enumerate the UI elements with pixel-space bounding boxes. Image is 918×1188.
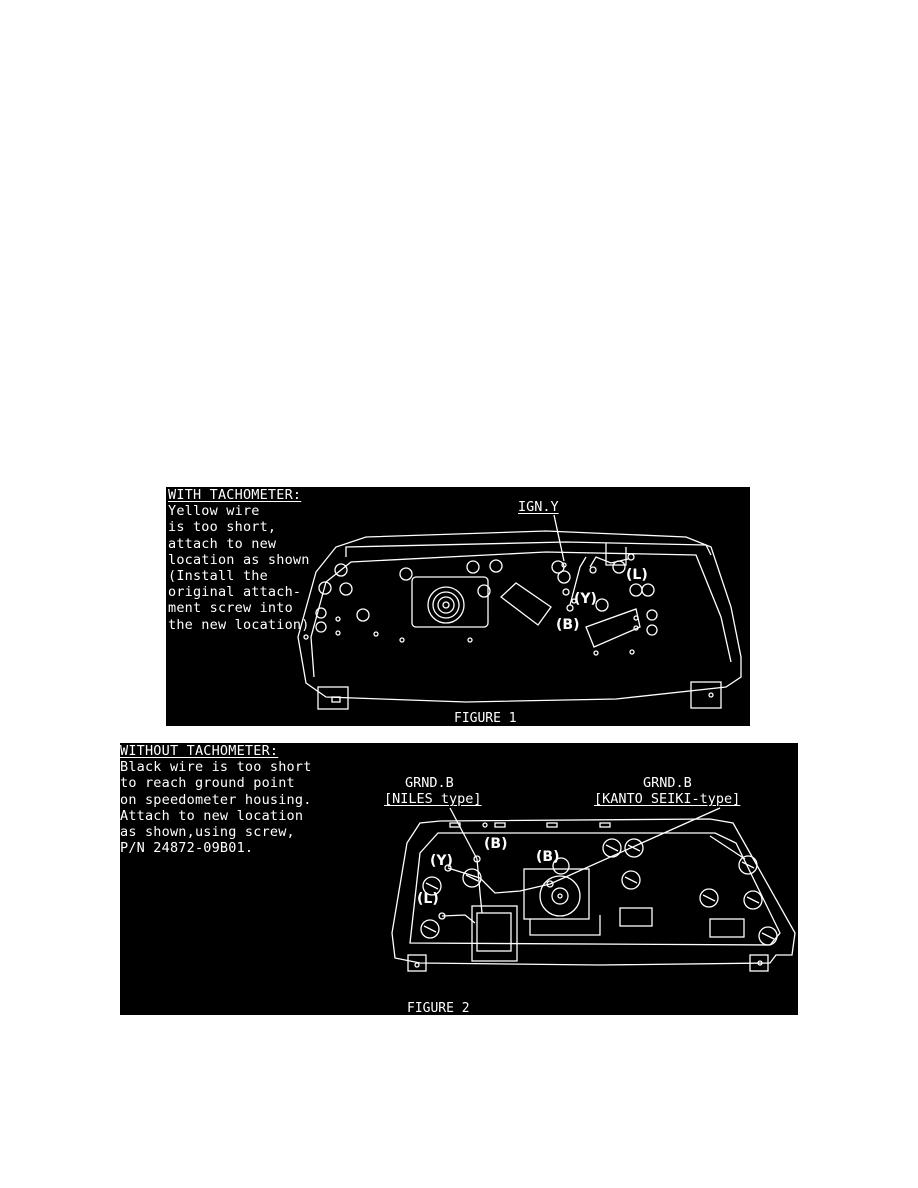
callout-y: (Y) xyxy=(430,853,453,869)
note-line: is too short, xyxy=(168,519,277,536)
note-line: attach to new xyxy=(168,535,277,552)
grnd-b-niles-label: GRND.B xyxy=(405,775,454,791)
figure-1-note-title: WITH TACHOMETER: xyxy=(168,487,302,503)
note-line: as shown,using screw, xyxy=(120,824,295,841)
figure-2-note-title: WITHOUT TACHOMETER: xyxy=(120,743,279,759)
note-line: the new location) xyxy=(168,616,310,633)
instrument-cluster-with-tach-drawing xyxy=(297,514,742,710)
note-line: Black wire is too short xyxy=(120,759,312,776)
note-line: on speedometer housing. xyxy=(120,791,312,808)
figure-2-note: WITHOUT TACHOMETER:Black wire is too sho… xyxy=(120,743,312,856)
ign-y-label: IGN.Y xyxy=(518,499,559,515)
figure-2-caption: FIGURE 2 xyxy=(407,1001,470,1015)
figure-2-panel: WITHOUT TACHOMETER:Black wire is too sho… xyxy=(120,743,798,1015)
callout-b-kanto: (B) xyxy=(536,849,560,865)
note-line: Yellow wire xyxy=(168,503,260,520)
note-line: ment screw into xyxy=(168,600,293,617)
kanto-seiki-type-label: [KANTO SEIKI-type] xyxy=(594,791,741,807)
instrument-cluster-without-tach-drawing xyxy=(391,807,796,972)
note-line: location as shown xyxy=(168,551,310,568)
grnd-b-kanto-label: GRND.B xyxy=(643,775,692,791)
note-line: P/N 24872-09B01. xyxy=(120,840,254,857)
figure-1-caption: FIGURE 1 xyxy=(454,711,517,726)
callout-l: (L) xyxy=(417,891,439,907)
callout-y: (Y) xyxy=(574,591,597,607)
note-line: (Install the xyxy=(168,568,268,585)
niles-type-label: [NILES type] xyxy=(384,791,482,807)
callout-l: (L) xyxy=(626,567,648,583)
note-line: Attach to new location xyxy=(120,807,304,824)
callout-b: (B) xyxy=(556,617,580,633)
callout-b-niles: (B) xyxy=(484,836,508,852)
note-line: to reach ground point xyxy=(120,775,295,792)
note-line: original attach- xyxy=(168,584,302,601)
